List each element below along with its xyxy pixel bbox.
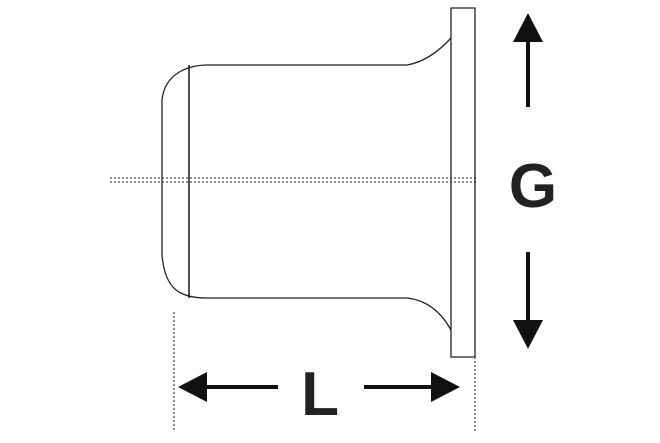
diameter-label: G	[509, 152, 557, 221]
body-outline	[161, 37, 452, 331]
length-label: L	[301, 360, 339, 429]
length-arrow-left	[178, 372, 278, 402]
length-arrow-right	[364, 372, 460, 402]
diameter-arrow-up	[513, 13, 543, 107]
diameter-arrow-down	[513, 252, 543, 349]
